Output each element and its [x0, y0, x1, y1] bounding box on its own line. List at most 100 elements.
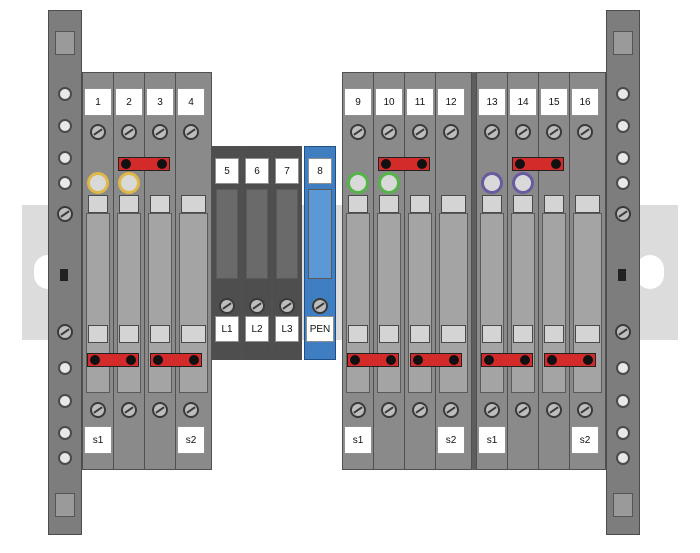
- end-stop-hole: [58, 451, 72, 465]
- terminal-screw: [152, 402, 168, 418]
- terminal-screw: [249, 298, 265, 314]
- terminal-label: s2: [571, 426, 599, 454]
- end-stop-hole: [58, 361, 72, 375]
- end-stop-hole: [58, 151, 72, 165]
- terminal-window: [348, 195, 368, 213]
- jumper-bridge: [150, 353, 202, 367]
- terminal-body: [246, 189, 268, 279]
- terminal-window: [575, 195, 600, 213]
- end-stop-hole: [616, 426, 630, 440]
- terminal-label: 1: [84, 88, 112, 116]
- terminal-label: 8: [308, 158, 332, 184]
- bridge-pin: [417, 159, 427, 169]
- jumper-bridge: [378, 157, 430, 171]
- terminal-label: 3: [146, 88, 174, 116]
- bridge-pin: [547, 355, 557, 365]
- terminal-screw: [484, 402, 500, 418]
- terminal-screw: [312, 298, 328, 314]
- terminal-screw: [121, 124, 137, 140]
- terminal-screw: [381, 124, 397, 140]
- terminal-label: s2: [437, 426, 465, 454]
- terminal-window: [181, 195, 206, 213]
- bridge-pin: [551, 159, 561, 169]
- bridge-pin: [350, 355, 360, 365]
- terminal-body: [216, 189, 238, 279]
- bridge-pin: [413, 355, 423, 365]
- terminal-window: [348, 325, 368, 343]
- terminal-screw: [90, 402, 106, 418]
- terminal-label: PEN: [306, 316, 334, 342]
- end-stop-tab-bottom: [55, 493, 75, 517]
- end-stop-hole: [616, 176, 630, 190]
- jumper-bridge: [410, 353, 462, 367]
- bridge-pin: [381, 159, 391, 169]
- terminal-label: 14: [509, 88, 537, 116]
- terminal-screw: [515, 124, 531, 140]
- end-stop-hole: [58, 119, 72, 133]
- terminal-label: s2: [177, 426, 205, 454]
- terminal-screw: [350, 402, 366, 418]
- bridge-pin: [126, 355, 136, 365]
- terminal-label: 6: [245, 158, 269, 184]
- wire-ferrule-purple: [481, 172, 503, 194]
- terminal-window: [513, 325, 533, 343]
- end-stop-hole: [58, 394, 72, 408]
- terminal-body: [308, 189, 332, 279]
- end-stop-hole: [58, 426, 72, 440]
- end-stop-latch: [60, 269, 68, 281]
- terminal-screw: [443, 402, 459, 418]
- terminal-screw: [484, 124, 500, 140]
- rail-slot-right: [636, 255, 664, 289]
- terminal-label: 13: [478, 88, 506, 116]
- bridge-pin: [484, 355, 494, 365]
- end-stop-hole: [616, 394, 630, 408]
- terminal-screw: [183, 402, 199, 418]
- jumper-bridge: [544, 353, 596, 367]
- end-stop-left: [48, 10, 82, 535]
- terminal-window: [544, 325, 564, 343]
- terminal-window: [379, 195, 399, 213]
- terminal-screw: [412, 402, 428, 418]
- terminal-screw: [183, 124, 199, 140]
- terminal-window: [181, 325, 206, 343]
- wire-ferrule-green: [378, 172, 400, 194]
- terminal-screw: [90, 124, 106, 140]
- terminal-screw: [577, 124, 593, 140]
- end-stop-screw: [57, 206, 73, 222]
- jumper-bridge: [118, 157, 170, 171]
- terminal-label: 11: [406, 88, 434, 116]
- jumper-bridge: [87, 353, 139, 367]
- terminal-screw: [381, 402, 397, 418]
- terminal-screw: [350, 124, 366, 140]
- terminal-label: 15: [540, 88, 568, 116]
- terminal-label: 5: [215, 158, 239, 184]
- terminal-body: [276, 189, 298, 279]
- terminal-screw: [546, 402, 562, 418]
- terminal-window: [150, 325, 170, 343]
- end-stop-hole: [58, 176, 72, 190]
- terminal-label: 4: [177, 88, 205, 116]
- terminal-screw: [152, 124, 168, 140]
- terminal-label: L3: [275, 316, 299, 342]
- wire-ferrule-yellow: [87, 172, 109, 194]
- wire-ferrule-purple: [512, 172, 534, 194]
- bridge-pin: [386, 355, 396, 365]
- terminal-screw: [121, 402, 137, 418]
- terminal-label: 2: [115, 88, 143, 116]
- terminal-label: 12: [437, 88, 465, 116]
- terminal-label: L1: [215, 316, 239, 342]
- end-stop-screw: [615, 206, 631, 222]
- wire-ferrule-yellow: [118, 172, 140, 194]
- end-stop-right: [606, 10, 640, 535]
- end-stop-hole: [616, 151, 630, 165]
- terminal-screw: [412, 124, 428, 140]
- end-stop-tab-top: [55, 31, 75, 55]
- terminal-window: [410, 325, 430, 343]
- terminal-window: [575, 325, 600, 343]
- terminal-screw: [279, 298, 295, 314]
- end-stop-hole: [58, 87, 72, 101]
- end-stop-tab-bottom: [613, 493, 633, 517]
- terminal-window: [482, 195, 502, 213]
- end-stop-screw: [615, 324, 631, 340]
- end-stop-tab-top: [613, 31, 633, 55]
